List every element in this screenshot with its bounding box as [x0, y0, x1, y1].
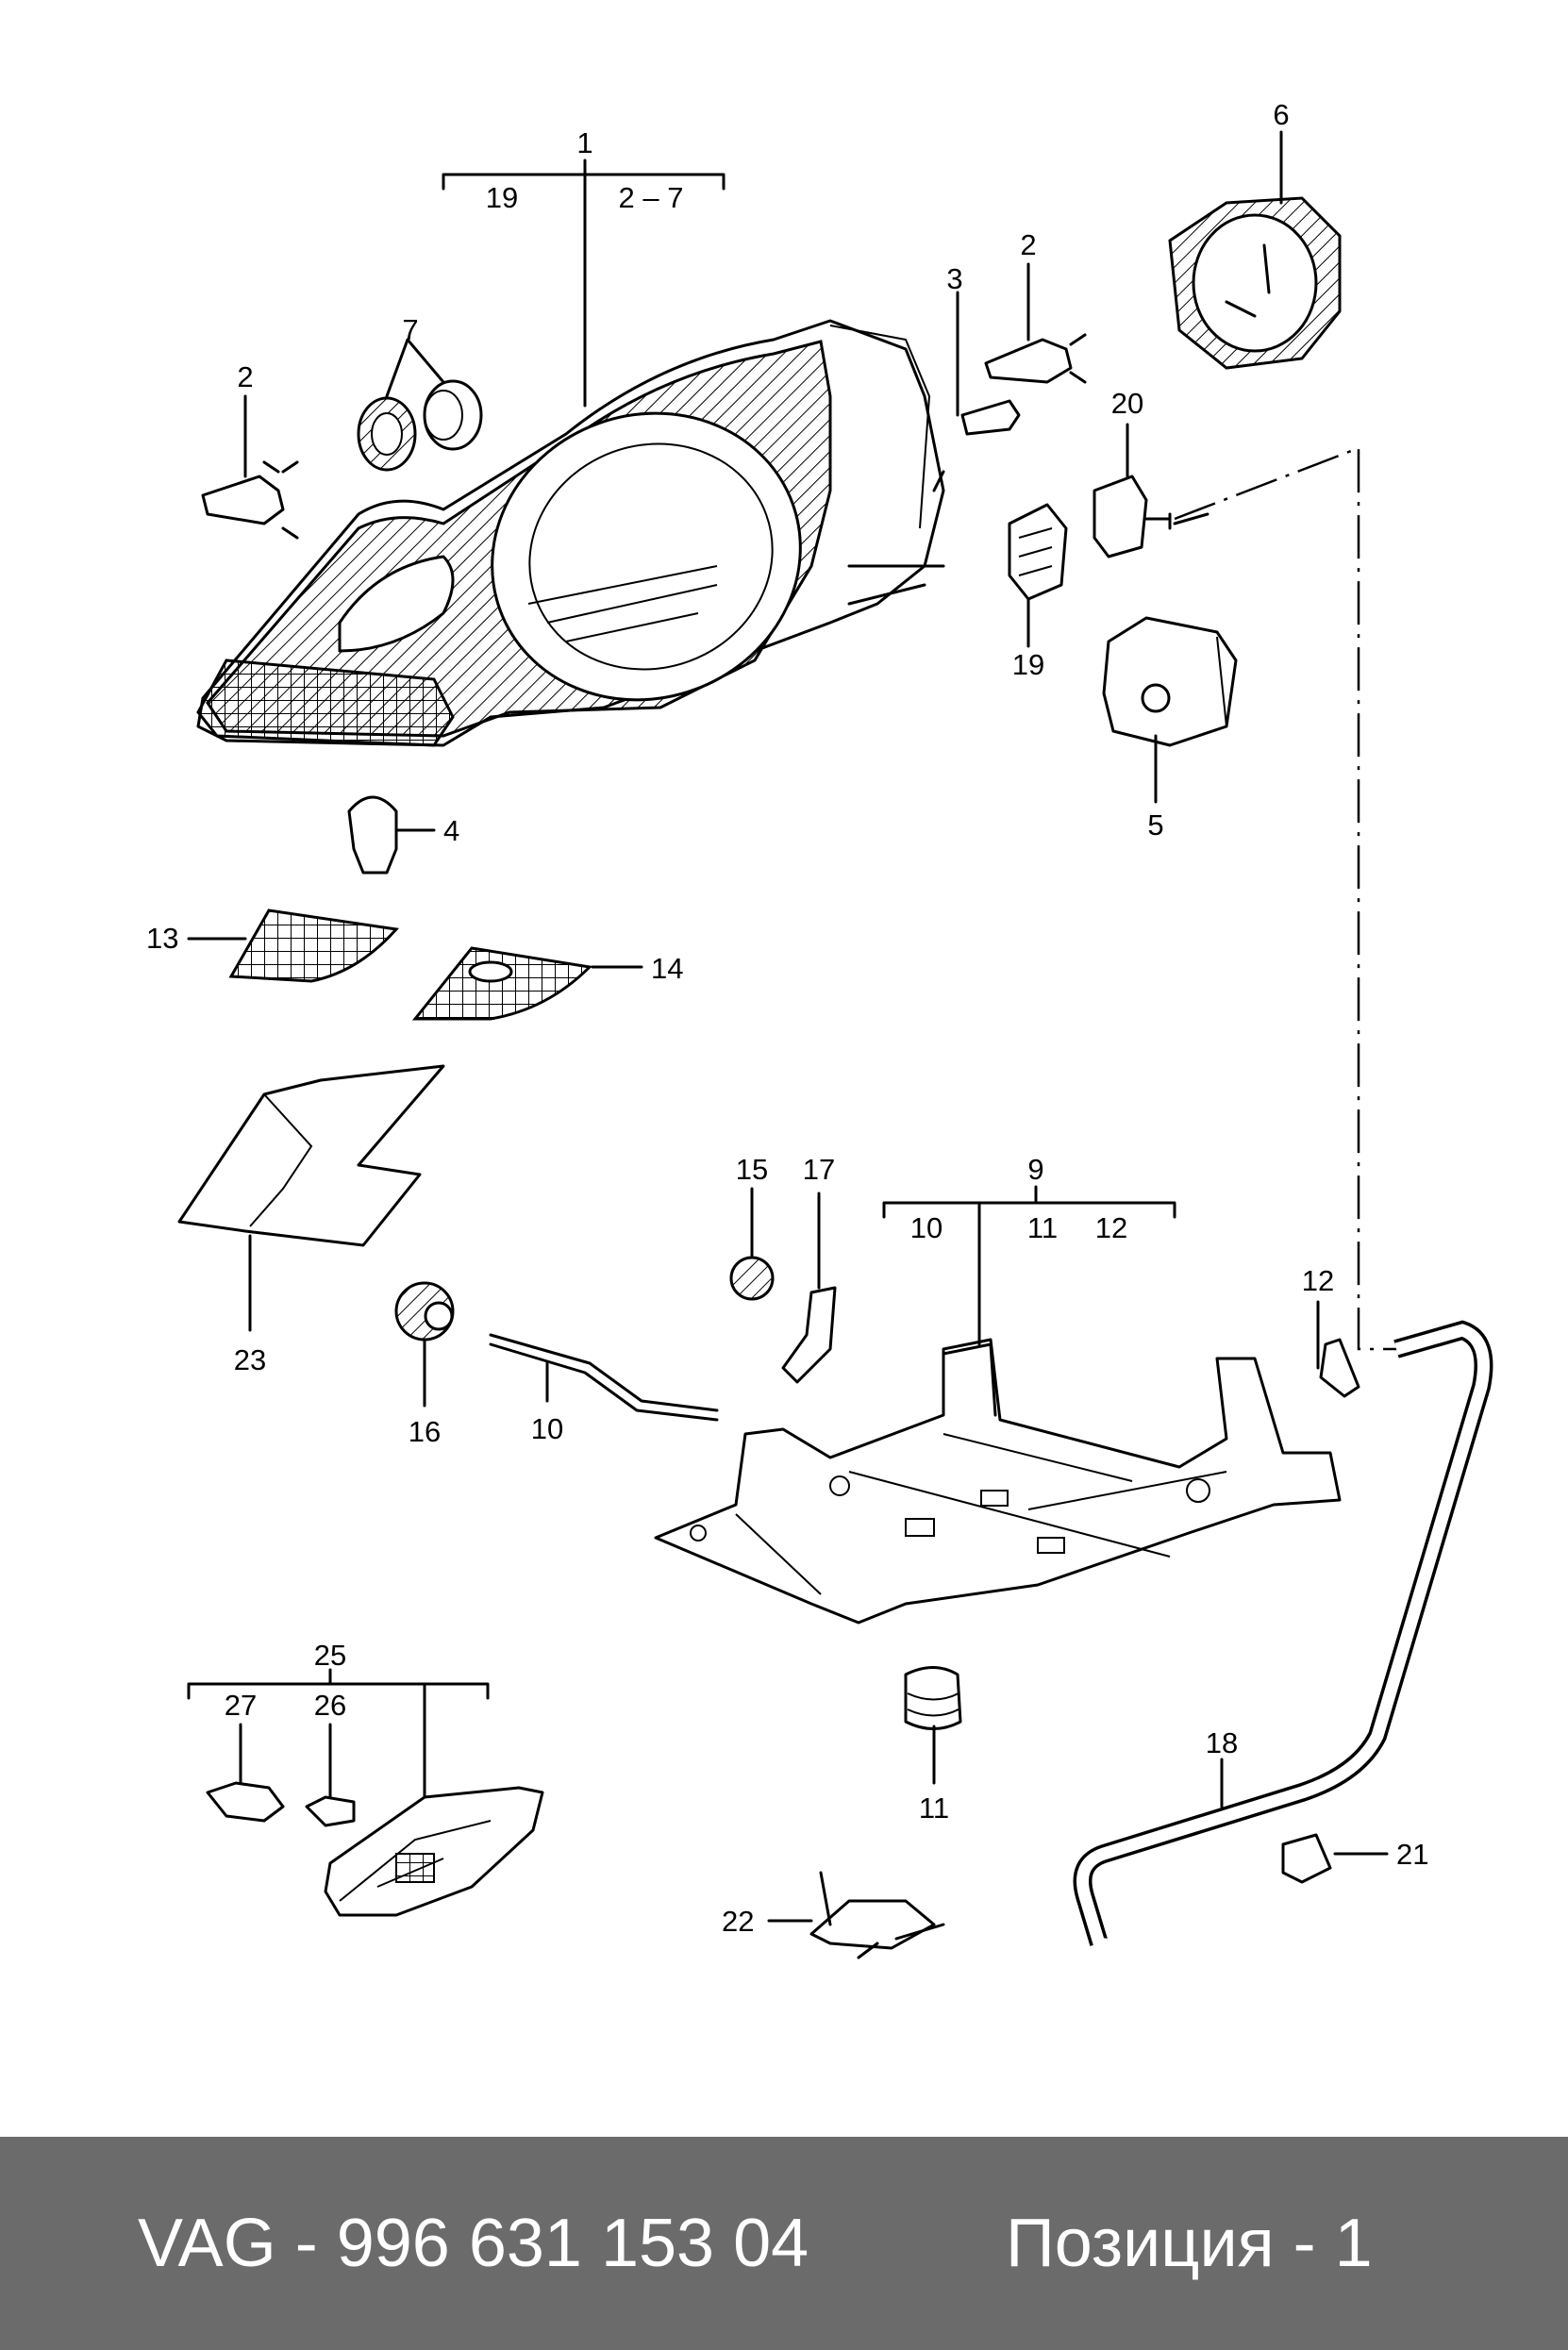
callout-12-bracket: 12: [1095, 1211, 1127, 1244]
part-number-label: VAG - 996 631 153 04: [138, 2206, 809, 2281]
protective-film[interactable]: 23: [177, 1064, 445, 1376]
position-label: Позиция - 1: [1006, 2206, 1373, 2281]
bulb-holder-27[interactable]: [206, 1781, 285, 1823]
hose-clip[interactable]: 21: [1281, 1833, 1428, 1884]
bulb-h7-left[interactable]: 2: [201, 360, 299, 540]
callout-18: 18: [1206, 1726, 1238, 1759]
lens-13[interactable]: 13: [146, 908, 399, 983]
callout-2-7-bracket: 2 – 7: [619, 181, 684, 214]
bulb-p21w[interactable]: 4: [347, 795, 459, 875]
side-marker-lamp[interactable]: [324, 1786, 544, 1917]
callout-19-bracket: 19: [486, 181, 518, 214]
callout-3: 3: [946, 262, 962, 295]
callout-25: 25: [314, 1639, 346, 1672]
adjusting-rod[interactable]: 10: [489, 1333, 719, 1445]
footer-banner: VAG - 996 631 153 04 Позиция - 1: [0, 2137, 1568, 2350]
exploded-parts-diagram: 1 19 2 – 7 2 7 3 2 6: [146, 98, 1493, 1959]
leader-line: [1174, 446, 1396, 1351]
callout-5: 5: [1147, 808, 1163, 842]
callout-16: 16: [409, 1415, 441, 1448]
connector-19[interactable]: 19: [1008, 503, 1068, 681]
callout-1: 1: [576, 126, 592, 159]
callout-26: 26: [314, 1689, 346, 1722]
callout-2-right: 2: [1020, 228, 1036, 261]
bracket-22[interactable]: 22: [722, 1871, 945, 1959]
callout-group-25: 25 27 26: [187, 1639, 490, 1804]
callout-4: 4: [443, 814, 459, 847]
lens-14[interactable]: 14: [411, 946, 683, 1021]
callout-11: 11: [919, 1792, 949, 1825]
vent-hose[interactable]: 18: [1073, 1320, 1493, 1959]
rear-cover[interactable]: 6: [1168, 98, 1342, 370]
callout-15: 15: [736, 1153, 768, 1186]
callout-13: 13: [146, 922, 178, 955]
callout-10-rod: 10: [531, 1412, 563, 1445]
nut-16[interactable]: 16: [394, 1281, 455, 1448]
callout-19: 19: [1012, 648, 1044, 681]
callout-20: 20: [1111, 387, 1143, 420]
callout-23: 23: [234, 1343, 266, 1376]
bulb-w5w[interactable]: 3: [946, 262, 1021, 436]
rubber-buffer[interactable]: 11: [904, 1666, 962, 1825]
seal-rings[interactable]: 7: [357, 313, 483, 472]
callout-10-bracket: 10: [910, 1211, 942, 1244]
callout-9: 9: [1027, 1153, 1043, 1186]
callout-11-bracket: 11: [1027, 1211, 1058, 1244]
callout-14: 14: [651, 952, 683, 985]
connector-20[interactable]: 20: [1093, 387, 1209, 558]
callout-2-left: 2: [237, 360, 253, 393]
mounting-frame[interactable]: [654, 1338, 1342, 1625]
bulb-h7-right[interactable]: 2: [984, 228, 1087, 384]
callout-12: 12: [1302, 1264, 1334, 1297]
callout-7: 7: [402, 313, 418, 346]
callout-22: 22: [722, 1905, 754, 1938]
clip-12[interactable]: 12: [1302, 1264, 1360, 1398]
callout-27: 27: [225, 1689, 257, 1722]
callout-group-9: 9 10 11 12: [882, 1153, 1176, 1346]
nut-15[interactable]: 15: [729, 1153, 775, 1301]
callout-6: 6: [1273, 98, 1289, 131]
clip-17[interactable]: 17: [781, 1153, 837, 1384]
bulb-26[interactable]: [305, 1795, 356, 1827]
headlamp-assembly[interactable]: [196, 319, 945, 747]
callout-group-1: 1 19 2 – 7: [442, 126, 726, 408]
callout-21: 21: [1396, 1838, 1428, 1871]
callout-17: 17: [803, 1153, 835, 1186]
bulb-cap[interactable]: 5: [1102, 616, 1238, 842]
